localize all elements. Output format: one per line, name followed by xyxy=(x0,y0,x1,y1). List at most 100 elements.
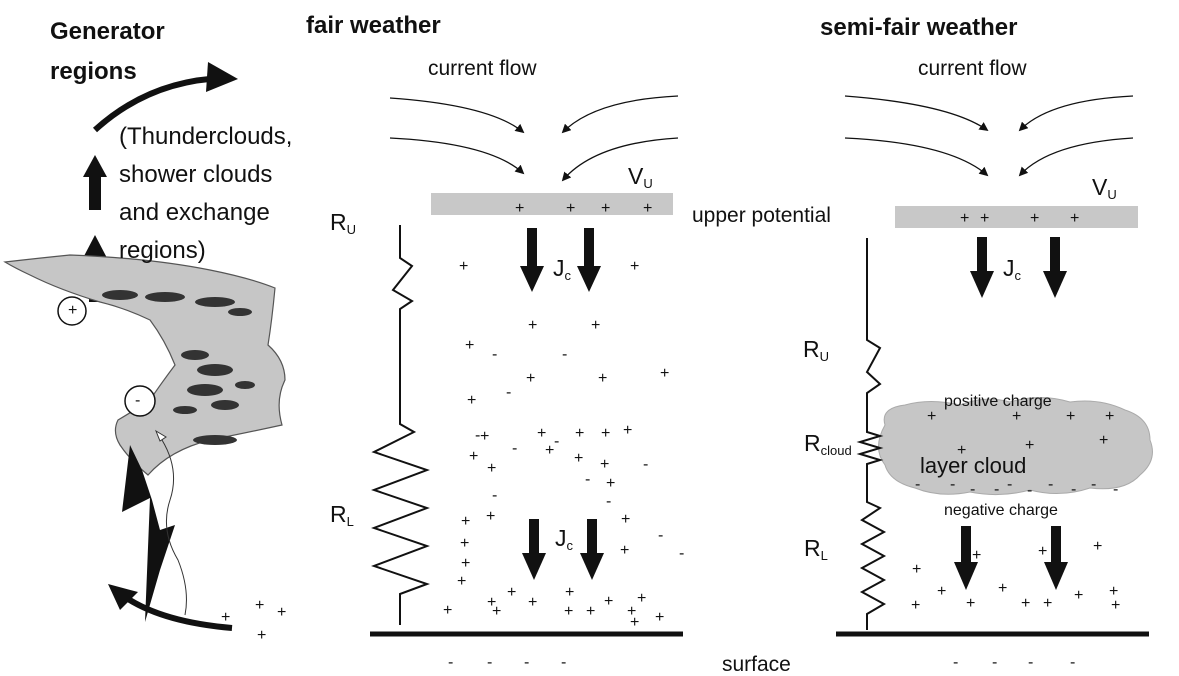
lightning-bolt-icon xyxy=(122,445,175,622)
upper-potential-label: upper potential xyxy=(692,204,831,227)
negative-charge-sign: - xyxy=(562,346,568,363)
positive-charge-sign: + xyxy=(528,594,538,611)
positive-charge-sign: + xyxy=(586,603,596,620)
positive-charge-circle xyxy=(57,296,87,326)
semi-jc-label: Jc xyxy=(1003,255,1021,283)
fair-rl-label: RL xyxy=(330,501,354,529)
positive-charge-sign: + xyxy=(487,460,497,477)
generator-note-1: (Thunderclouds, xyxy=(119,123,293,150)
cloud-speckles xyxy=(102,290,255,445)
fair-jc-label-upper: Jc xyxy=(553,255,571,283)
negative-charge-sign: - xyxy=(524,654,530,671)
semi-rcloud-label: Rcloud xyxy=(804,430,852,458)
cursor-arrow-icon xyxy=(154,429,167,442)
upward-arrow-upper xyxy=(83,155,107,210)
positive-charge-sign: + xyxy=(957,442,967,459)
positive-charge-sign: + xyxy=(927,408,937,425)
positive-charge-sign: + xyxy=(480,428,490,445)
positive-charge-sign: + xyxy=(1066,408,1076,425)
semi-current-flow-arrows xyxy=(844,95,1134,177)
positive-charge-sign: + xyxy=(1093,538,1103,555)
positive-charge-sign: + xyxy=(459,258,469,275)
positive-charge-sign: + xyxy=(620,542,630,559)
positive-charge-sign: + xyxy=(566,200,576,217)
positive-charge-sign: + xyxy=(591,317,601,334)
negative-charge-sign: - xyxy=(679,545,685,562)
positive-charge-sign: + xyxy=(600,456,610,473)
negative-charge-sign: - xyxy=(1071,481,1077,498)
negative-charge-sign: - xyxy=(994,481,1000,498)
positive-charge-sign: + xyxy=(461,513,471,530)
negative-charge-sign: - xyxy=(1007,476,1013,493)
negative-charge-sign: - xyxy=(487,654,493,671)
positive-charge-sign: + xyxy=(461,555,471,572)
generator-note-3: and exchange xyxy=(119,199,270,226)
fair-jc-label-lower: Jc xyxy=(555,525,573,553)
fair-upper-electrode xyxy=(431,193,673,215)
lightning-channel xyxy=(161,439,187,616)
negative-charge-sign: - xyxy=(492,487,498,504)
negative-charge-sign: - xyxy=(585,471,591,488)
negative-charge-sign: - xyxy=(554,433,560,450)
layer-cloud-label: layer cloud xyxy=(920,453,1027,478)
negative-charge-sign: - xyxy=(658,527,664,544)
negative-charge-sign: - xyxy=(992,654,998,671)
fair-current-flow-arrows xyxy=(389,95,679,182)
positive-charge-sign: + xyxy=(912,561,922,578)
positive-charge-sign: + xyxy=(1038,543,1048,560)
semi-fair-weather-heading: semi-fair weather xyxy=(820,14,1018,41)
positive-charge-sign: + xyxy=(1105,408,1115,425)
positive-charge-sign: + xyxy=(655,609,665,626)
bottom-curved-arrow xyxy=(120,592,233,631)
positive-charge-sign: + xyxy=(606,475,616,492)
positive-charge-sign: + xyxy=(564,603,574,620)
negative-charge-sign: - xyxy=(492,346,498,363)
generator-note-2: shower clouds xyxy=(119,161,273,188)
surface-label: surface xyxy=(722,653,791,676)
positive-charge-sign: + xyxy=(221,609,231,626)
thundercloud-shape xyxy=(3,254,286,476)
positive-charge-sign: + xyxy=(1070,210,1080,227)
positive-charge-sign: + xyxy=(911,597,921,614)
positive-charge-sign: + xyxy=(601,425,611,442)
positive-charge-label: positive charge xyxy=(944,393,1052,410)
negative-charge-sign: - xyxy=(512,440,518,457)
positive-charge-sign: + xyxy=(627,603,637,620)
positive-charge-sign: + xyxy=(1012,408,1022,425)
positive-charge-sign: + xyxy=(637,590,647,607)
negative-charge-sign: - xyxy=(448,654,454,671)
fair-vu-label: VU xyxy=(628,163,653,191)
positive-charge-sign: + xyxy=(545,442,555,459)
negative-charge-sign: - xyxy=(950,476,956,493)
fair-jc-arrows-lower xyxy=(522,519,604,580)
negative-charge-sign: - xyxy=(970,481,976,498)
positive-charge-sign: + xyxy=(630,258,640,275)
positive-charge-sign: + xyxy=(1109,583,1119,600)
positive-charge-sign: + xyxy=(443,602,453,619)
negative-charge-sign: - xyxy=(915,476,921,493)
semi-ru-label: RU xyxy=(803,336,830,364)
positive-charge-sign: + xyxy=(1021,595,1031,612)
generator-heading-line1: Generator xyxy=(50,18,165,45)
positive-charge-sign: + xyxy=(980,210,990,227)
positive-charge-sign: + xyxy=(598,370,608,387)
positive-charge-sign: + xyxy=(467,392,477,409)
layer-cloud-shape xyxy=(878,397,1153,496)
negative-charge-sign: - xyxy=(1113,481,1119,498)
negative-charge-label: negative charge xyxy=(944,502,1058,519)
semi-current-flow-label: current flow xyxy=(918,57,1027,80)
positive-charge-sign: + xyxy=(507,584,517,601)
positive-charge-sign: + xyxy=(487,594,497,611)
top-curved-arrowhead xyxy=(206,62,238,92)
negative-charge-sign: - xyxy=(1091,476,1097,493)
positive-charge-sign: + xyxy=(1030,210,1040,227)
positive-charge-sign: + xyxy=(937,583,947,600)
positive-charge-sign: + xyxy=(630,614,640,631)
positive-charge-sign: + xyxy=(537,425,547,442)
positive-charge-sign: + xyxy=(457,573,467,590)
fair-weather-heading: fair weather xyxy=(306,12,441,39)
fair-current-flow-label: current flow xyxy=(428,57,537,80)
semi-vu-label: VU xyxy=(1092,174,1117,202)
fair-ru-label: RU xyxy=(330,209,357,237)
